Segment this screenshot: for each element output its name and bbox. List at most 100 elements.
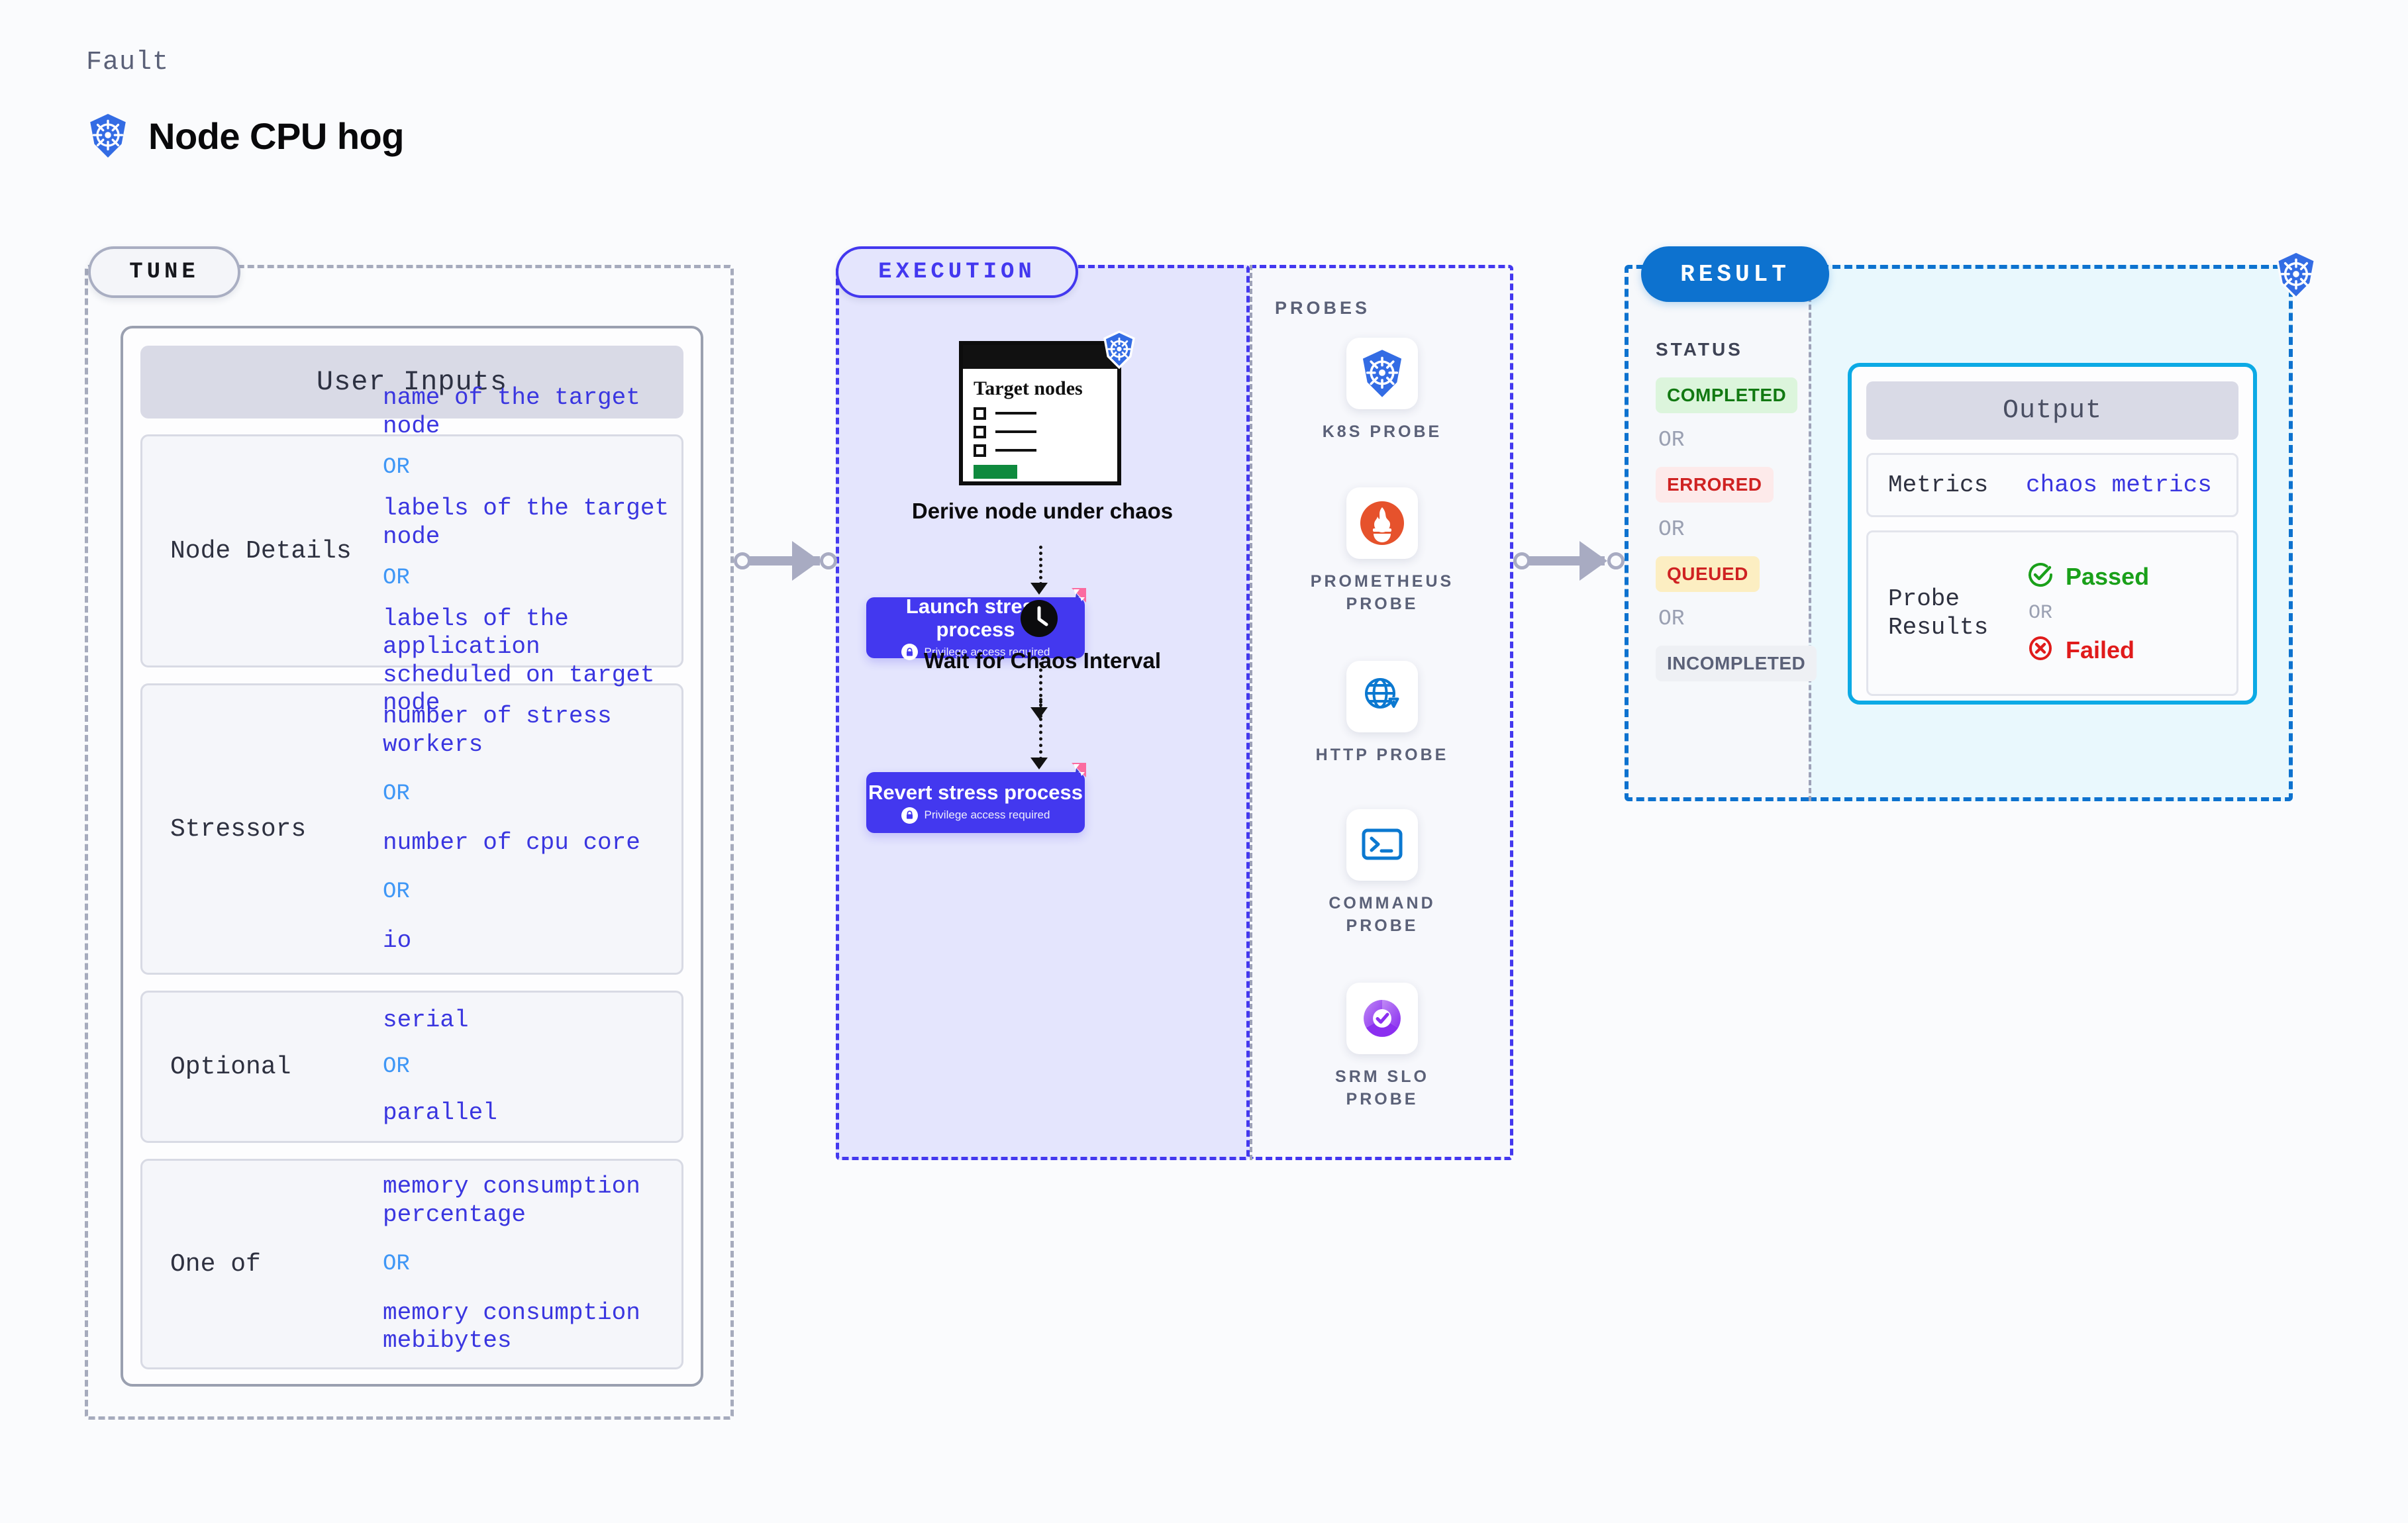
probe-result-pass-label: Passed <box>2066 562 2150 590</box>
clock-icon <box>1020 599 1058 641</box>
probe-label: K8S PROBE <box>1322 422 1442 441</box>
status-or: OR <box>1658 607 1685 631</box>
probe-result-or: OR <box>2029 602 2053 625</box>
connector-end-dot <box>1607 552 1625 569</box>
tune-row-one-of: One of memory consumption percentage OR … <box>140 1159 683 1369</box>
target-card-title: Target nodes <box>974 377 1083 399</box>
output-row-probe-results: Probe Results Passed OR <box>1866 530 2238 697</box>
tune-or: OR <box>383 455 410 481</box>
tune-region <box>85 265 734 1420</box>
flow-arrowhead <box>1030 583 1048 595</box>
execution-flow: Target nodes <box>836 265 1250 1160</box>
connector-tune-to-execution <box>734 535 846 588</box>
tune-row-optional: Optional serial OR parallel <box>140 991 683 1143</box>
kubernetes-icon <box>86 113 130 159</box>
connector-arrowhead <box>1580 541 1607 581</box>
status-badge-completed: COMPLETED <box>1656 377 1798 413</box>
chaos-ribbon-icon <box>1060 588 1086 616</box>
flow-line <box>1039 662 1042 710</box>
tune-value: memory consumption percentage <box>383 1173 640 1228</box>
tune-or: OR <box>383 1054 410 1079</box>
prometheus-icon <box>1346 487 1418 559</box>
check-circle-icon <box>2026 560 2055 593</box>
connector-arrowhead <box>792 541 820 581</box>
tune-row-label: Node Details <box>170 536 352 565</box>
tune-or: OR <box>383 565 410 591</box>
user-inputs-card: User Inputs Node Details name of the tar… <box>121 326 703 1387</box>
connector-end-dot <box>820 552 837 569</box>
tune-row-stressors: Stressors number of stress workers OR nu… <box>140 683 683 975</box>
tune-row-node-details: Node Details name of the target node OR … <box>140 384 683 716</box>
probe-label: HTTP PROBE <box>1315 746 1449 764</box>
probe-label: COMMAND PROBE <box>1329 894 1436 935</box>
status-badge-queued: QUEUED <box>1656 556 1760 592</box>
output-title: Output <box>1866 381 2238 440</box>
output-card: Output Metrics chaos metrics Probe Resul… <box>1848 363 2257 705</box>
tune-or: OR <box>383 879 410 905</box>
tune-value: labels of the application scheduled on t… <box>383 605 655 717</box>
srm-slo-donut-check-icon <box>1346 983 1418 1054</box>
tune-value: parallel <box>383 1099 497 1126</box>
probe-http[interactable]: HTTP PROBE <box>1299 661 1465 767</box>
step-label-wait-for-chaos-interval: Wait for Chaos Interval <box>923 648 1162 673</box>
tune-value: io <box>383 927 412 955</box>
checkbox-icon <box>974 425 986 438</box>
probe-prometheus[interactable]: PROMETHEUS PROBE <box>1299 487 1465 616</box>
status-badge-incompleted: INCOMPLETED <box>1656 646 1817 681</box>
tune-or: OR <box>383 781 410 807</box>
tune-pill[interactable]: TUNE <box>88 246 240 298</box>
target-card-titlebar <box>963 345 1117 369</box>
privileged-lock-icon <box>901 807 918 824</box>
tune-value: name of the target node <box>383 384 640 440</box>
tune-or: OR <box>383 1252 410 1277</box>
flow-line <box>1039 698 1042 718</box>
action-title: Launch stress process <box>905 594 1046 641</box>
tune-row-label: One of <box>170 1250 261 1279</box>
status-badge-errored: ERRORED <box>1656 467 1774 503</box>
probe-result-fail-label: Failed <box>2066 636 2135 663</box>
target-nodes-card: Target nodes <box>959 330 1135 485</box>
user-inputs-title: User Inputs <box>140 346 683 418</box>
status-or: OR <box>1658 517 1685 542</box>
action-subtitle: Privilege access required <box>924 645 1050 658</box>
action-subtitle: Privilege access required <box>924 809 1050 822</box>
probe-command[interactable]: COMMAND PROBE <box>1299 809 1465 938</box>
tune-value: serial <box>383 1006 469 1034</box>
probe-k8s[interactable]: K8S PROBE <box>1299 338 1465 444</box>
probe-srm-slo[interactable]: SRM SLO PROBE <box>1299 983 1465 1111</box>
status-list: COMPLETED OR ERRORED OR QUEUED OR INCOMP… <box>1656 377 1817 681</box>
flow-arrowhead <box>1030 758 1048 769</box>
page-title: Node CPU hog <box>148 115 404 157</box>
output-row-label: Metrics <box>1888 471 1989 499</box>
probe-result-passed: Passed <box>2026 560 2149 593</box>
status-title: STATUS <box>1656 339 1743 360</box>
flow-line <box>1039 711 1042 760</box>
kubernetes-icon <box>1346 338 1418 409</box>
chaos-ribbon-icon <box>1060 763 1086 791</box>
action-title: Revert stress process <box>868 781 1083 805</box>
checkbox-icon <box>974 407 986 420</box>
checkbox-icon <box>974 444 986 457</box>
execution-pill[interactable]: EXECUTION <box>836 246 1078 298</box>
step-label-derive-node: Derive node under chaos <box>911 499 1174 523</box>
tune-value: memory consumption mebibytes <box>383 1299 640 1355</box>
http-globe-warning-icon <box>1346 661 1418 732</box>
target-card-checklist <box>974 407 1107 457</box>
status-divider <box>1809 265 1811 801</box>
connector-execution-to-result <box>1513 535 1643 588</box>
output-row-metrics: Metrics chaos metrics <box>1866 453 2238 518</box>
output-row-label: Probe Results <box>1888 585 1989 642</box>
terminal-prompt-icon <box>1346 809 1418 881</box>
probe-label: PROMETHEUS PROBE <box>1310 572 1454 613</box>
x-circle-icon <box>2026 634 2055 666</box>
result-pill[interactable]: RESULT <box>1641 246 1829 302</box>
status-region <box>1625 265 1809 801</box>
action-revert-stress-process[interactable]: Revert stress process Privilege access r… <box>866 763 1086 833</box>
flow-line <box>1039 546 1042 585</box>
tune-value: number of stress workers <box>383 703 612 758</box>
tune-value: labels of the target node <box>383 495 670 550</box>
kubernetes-icon <box>1101 330 1137 372</box>
privileged-lock-icon <box>901 644 918 661</box>
tune-row-label: Optional <box>170 1052 291 1081</box>
tune-value: number of cpu core <box>383 829 640 856</box>
